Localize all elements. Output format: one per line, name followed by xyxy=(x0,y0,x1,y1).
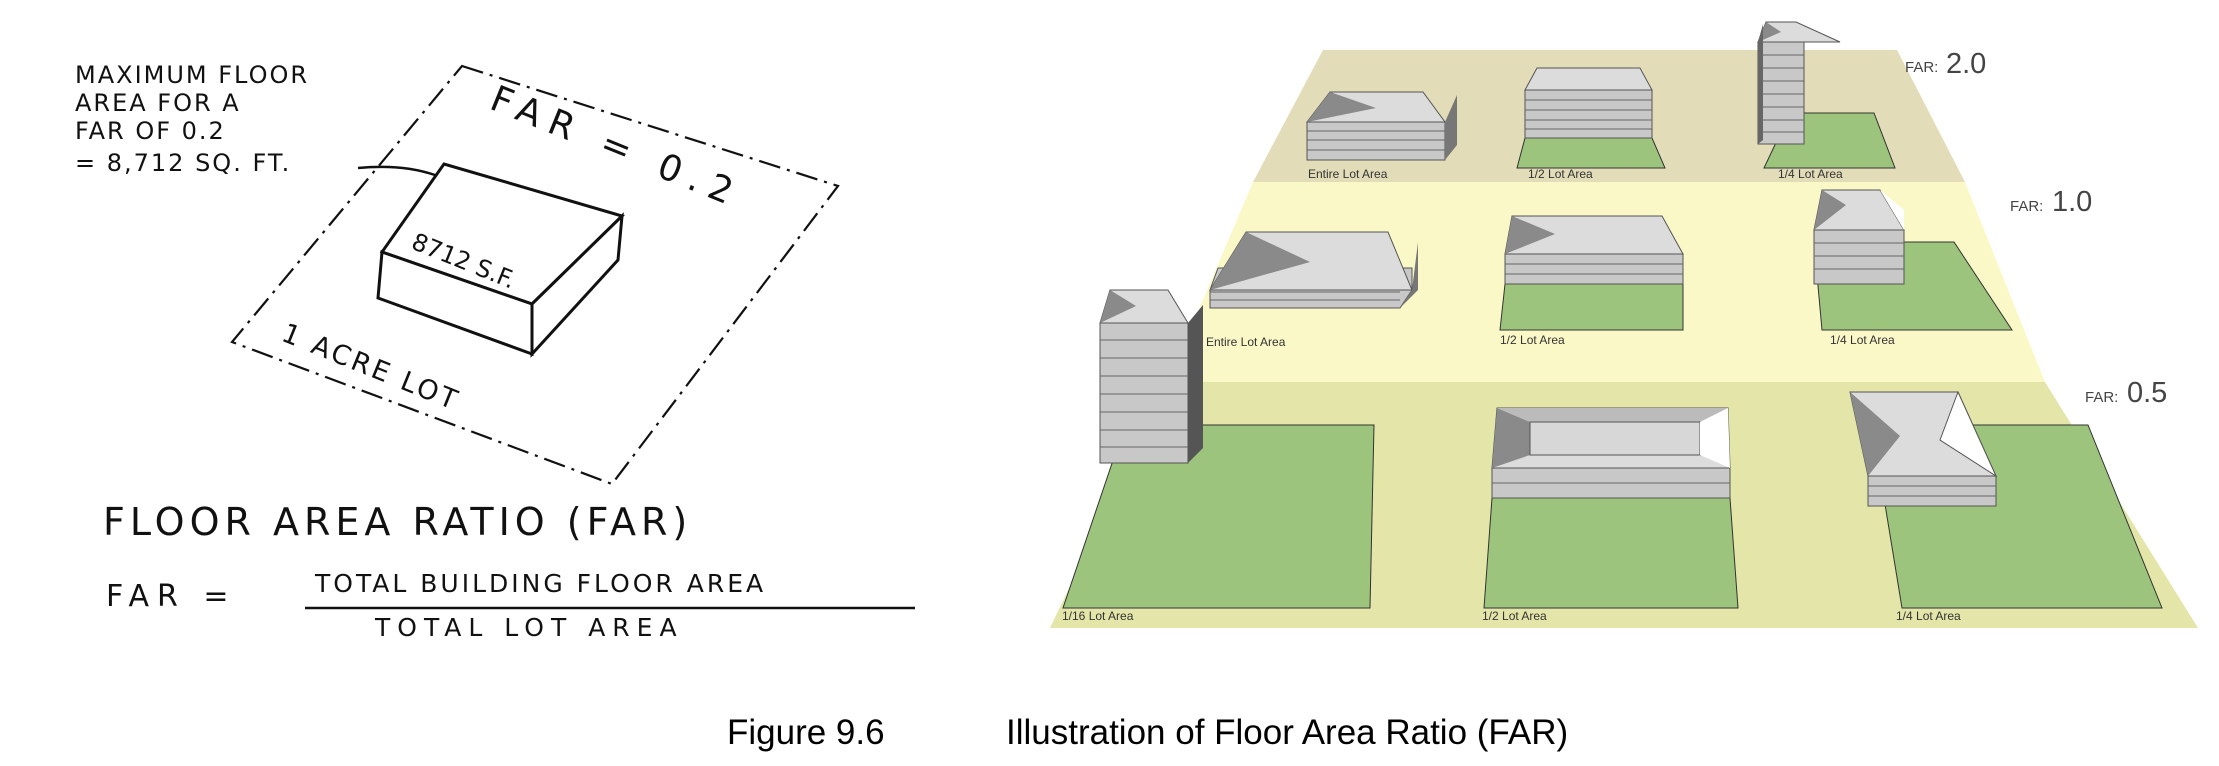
lot-label: 1/2 Lot Area xyxy=(1482,609,1547,623)
lot-label: 1/16 Lot Area xyxy=(1062,609,1134,623)
lot-label: 1/4 Lot Area xyxy=(1830,333,1895,347)
lot-green xyxy=(1483,497,1739,609)
building-quarter-lot xyxy=(1757,21,1841,145)
building-box: 8712 S.F. xyxy=(376,162,625,358)
max-floor-note: MAXIMUM FLOOR AREA FOR A FAR OF 0.2 = 8,… xyxy=(75,61,309,177)
lot-label: 1/4 Lot Area xyxy=(1896,609,1961,623)
building-sixteenth-lot xyxy=(1099,289,1203,464)
tier-far-1: Entire Lot Area 1/2 Lot Area 1/4 Lot xyxy=(1206,186,2092,349)
note-line-1: MAXIMUM FLOOR xyxy=(75,61,309,89)
building-entire-lot xyxy=(1209,231,1418,309)
tier-far-2: Entire Lot Area 1/2 Lot Area xyxy=(1305,21,1986,181)
note-line-2: AREA FOR A xyxy=(75,89,241,117)
far-sketch: MAXIMUM FLOOR AREA FOR A FAR OF 0.2 = 8,… xyxy=(75,61,915,642)
building-quarter-lot xyxy=(1813,189,1905,285)
far-value: 0.5 xyxy=(2127,377,2167,409)
figure-title: Illustration of Floor Area Ratio (FAR) xyxy=(1006,713,1568,752)
building-entire-lot xyxy=(1305,91,1457,161)
far-value: 2.0 xyxy=(1946,48,1986,80)
far-illustration: Entire Lot Area 1/2 Lot Area xyxy=(1050,21,2198,628)
lot-green xyxy=(1499,283,1684,331)
lot-outline xyxy=(230,64,840,486)
building-half-lot xyxy=(1524,67,1653,139)
lot-green xyxy=(1062,424,1375,609)
building-half-lot xyxy=(1504,215,1684,285)
lot-green xyxy=(1516,137,1666,169)
lot-label: 1/2 Lot Area xyxy=(1500,333,1565,347)
far-prefix: FAR: xyxy=(1905,59,1938,76)
lot-label: 1/2 Lot Area xyxy=(1528,167,1593,181)
formula-denominator: TOTAL LOT AREA xyxy=(374,613,684,642)
lot-size-label: 1 ACRE LOT xyxy=(277,318,464,417)
lot-label: Entire Lot Area xyxy=(1308,167,1388,181)
far-title: FLOOR AREA RATIO (FAR) xyxy=(103,500,692,544)
tier-far-05: 1/16 Lot Area 1/2 Lot Area xyxy=(1062,289,2167,623)
far-prefix: FAR: xyxy=(2085,389,2118,406)
building-half-lot xyxy=(1491,407,1731,499)
formula-numerator: TOTAL BUILDING FLOOR AREA xyxy=(314,569,766,598)
building-quarter-lot xyxy=(1849,390,1998,507)
far-prefix: FAR: xyxy=(2010,198,2043,215)
lot-label: 1/4 Lot Area xyxy=(1778,167,1843,181)
far-value: 1.0 xyxy=(2052,186,2092,218)
lot-label: Entire Lot Area xyxy=(1206,335,1286,349)
note-line-3: FAR OF 0.2 xyxy=(75,117,226,145)
figure-number: Figure 9.6 xyxy=(727,713,885,752)
note-line-4: = 8,712 SQ. FT. xyxy=(75,149,291,177)
formula-lhs: FAR = xyxy=(106,579,237,614)
